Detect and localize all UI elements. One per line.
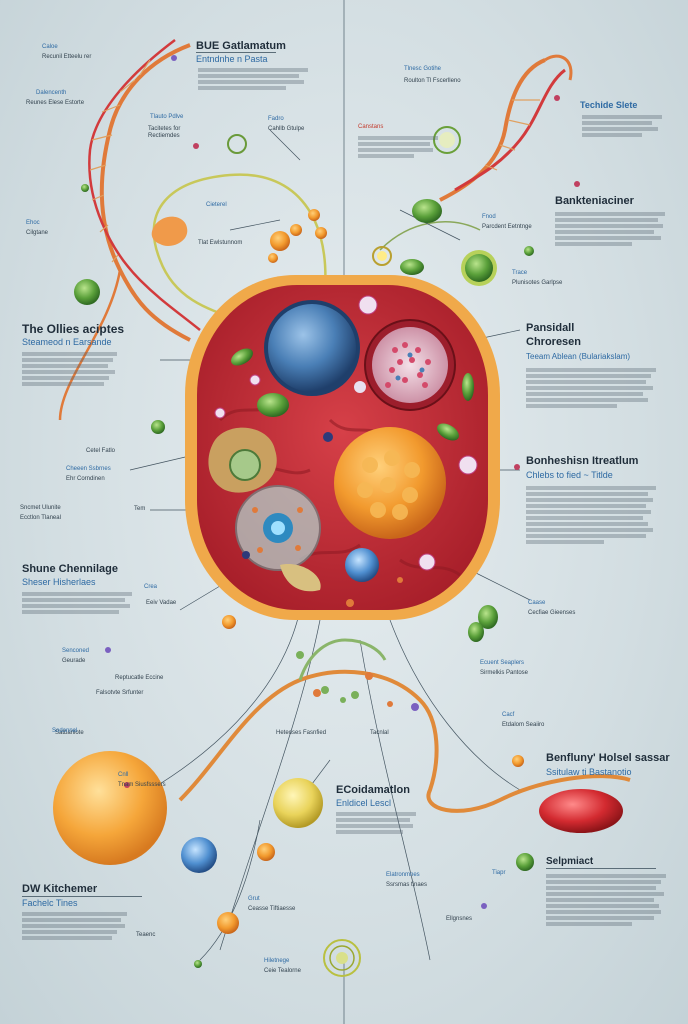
label-rb-2: Cecfiae Gieenses — [528, 610, 576, 616]
label-cm-2: Cetel Fatlo — [86, 448, 116, 454]
label-ll-3: Geurade — [62, 658, 86, 664]
label-bb-1: Grut — [248, 896, 260, 902]
heading-right-bottom-2: Selpmiact — [546, 856, 594, 867]
subheading-right-bottom: Ssitulaw ti Bastanotio — [546, 767, 632, 777]
heading-top-center: BUE Gatlamatum — [196, 40, 286, 52]
label-tr-2: Roulton Tl Fscerlleno — [404, 78, 461, 84]
text-block-left-lower — [22, 590, 132, 616]
label-tl-6: Tacitetes for Rectiemdes — [148, 126, 181, 139]
text-block-right-er — [526, 484, 656, 546]
label-l-1: Sncmet Ulunite — [20, 505, 61, 511]
label-br-1: Cacf — [502, 712, 515, 718]
label-bb-5: Ceie Tealorne — [264, 968, 301, 974]
heading-right-mid-a: Pansidall — [526, 322, 575, 334]
label-cm-3: Eeiv Vadae — [146, 600, 177, 606]
label-lm-1: Cheeen Ssbrnes — [66, 466, 111, 472]
label-tl-3: Dalencenth — [36, 90, 67, 96]
text-block-top-right — [582, 113, 662, 139]
text-block-center-bottom — [336, 810, 416, 836]
text-block-left-mid — [22, 350, 117, 388]
label-mb-3: Ellgnsnes — [446, 916, 473, 922]
heading-right-bottom: Benfluny' Holsel sassar — [546, 752, 670, 764]
heading-right-mid-b: Chroresen — [526, 336, 582, 348]
heading-top-right-small: Techide Slete — [580, 100, 638, 110]
subheading-right-er: Chlebs to fied ~ Titlde — [526, 470, 613, 480]
text-block-tr — [358, 134, 438, 160]
subheading-left-lower: Sheser Hisherlaes — [22, 577, 96, 587]
subheading-top-center: Entndnhe n Pasta — [196, 54, 268, 64]
subheading-left-bottom: Fachelc Tines — [22, 898, 78, 908]
label-rb-3: Ecuent Seaplers — [480, 660, 525, 666]
label-c-1: Fadro — [268, 116, 284, 122]
text-block-left-bottom — [22, 910, 127, 942]
label-ll-2: Senconed — [62, 648, 90, 654]
cell-body — [185, 275, 500, 620]
heading-right-er: Bonheshisn Itreatlum — [526, 455, 639, 467]
heading-right-upper: Bankteniaciner — [555, 195, 634, 207]
text-block-right-upper — [555, 210, 665, 248]
label-ll-1: Crea — [144, 584, 158, 590]
label-c-2: Cahllb Gtulpe — [268, 126, 305, 132]
label-tl-8: Cilgtane — [26, 230, 49, 236]
label-m-2: Parcdent Eetntnge — [482, 224, 532, 230]
label-tl-1: Caloe — [42, 44, 58, 50]
label-tl-5: Tlauto Pdlve — [150, 114, 184, 120]
heading-center-bottom: ECoidamatlon — [336, 784, 410, 796]
label-lb-1: Cnll — [118, 772, 129, 778]
label-mb-1: Elatronmnes — [386, 872, 420, 878]
label-br-2: Etdalom Seaiiro — [502, 722, 545, 728]
subheading-center-bottom: Enldicel Lescl — [336, 798, 392, 808]
label-ll-5: Satbanlote — [55, 730, 84, 736]
label-m-1: Fnod — [482, 214, 496, 220]
text-block-right-mid — [526, 366, 656, 410]
label-tl-2: Recunil Etteelu rer — [42, 54, 92, 60]
label-tl-7: Ehoc — [26, 220, 40, 226]
label-tr-1: Tlnesc Gotihe — [404, 66, 442, 72]
label-br-3: Sodonnel — [52, 728, 78, 734]
subheading-right-mid: Teeam Ablean (Bulariakslam) — [526, 352, 631, 361]
label-br-4: Falsotvte Srfunter — [96, 690, 144, 696]
heading-left-bottom: DW Kitchemer — [22, 883, 98, 895]
label-c-3: Tlat Ewlstunnom — [198, 240, 243, 246]
label-cm-1: Tem — [134, 506, 146, 512]
subheading-left-mid: Steameod n Earsande — [22, 337, 112, 347]
label-bb-3: Teaenc — [136, 932, 156, 938]
label-rb-1: Caase — [528, 600, 546, 606]
label-ll-4: Reptucatle Eccine — [115, 675, 164, 681]
label-lb-2: Tnam Siusfsssers — [118, 782, 166, 788]
heading-left-lower: Shune Chennilage — [22, 563, 118, 575]
label-l-2: Ecctlon Tlaneal — [20, 515, 61, 521]
label-mb-4: Tiapr — [492, 870, 506, 876]
label-lm-2: Ehr Corndinen — [66, 476, 105, 482]
text-block-top-center — [198, 66, 308, 92]
label-rb-4: Sirmelkis Pantose — [480, 670, 529, 676]
label-lb-3: Heteoses Fasnfied — [276, 730, 327, 736]
label-bb-4: Hiletnege — [264, 958, 290, 964]
text-block-right-bottom — [546, 872, 666, 928]
label-tl-9: Cieterel — [206, 202, 227, 208]
label-bb-6: Tacnlal — [370, 730, 389, 736]
label-tr-3: Canstans — [358, 124, 384, 130]
label-bb-2: Ceasse Tiftiaesse — [248, 906, 296, 912]
label-rc-1: Trace — [512, 270, 528, 276]
label-tl-4: Reunes Elese Estorte — [26, 100, 85, 106]
heading-left-mid: The Ollies aciptes — [22, 322, 125, 336]
label-rc-2: Plunisotes Garlpse — [512, 280, 563, 286]
label-mb-2: Ssrsmas tinaes — [386, 882, 428, 888]
